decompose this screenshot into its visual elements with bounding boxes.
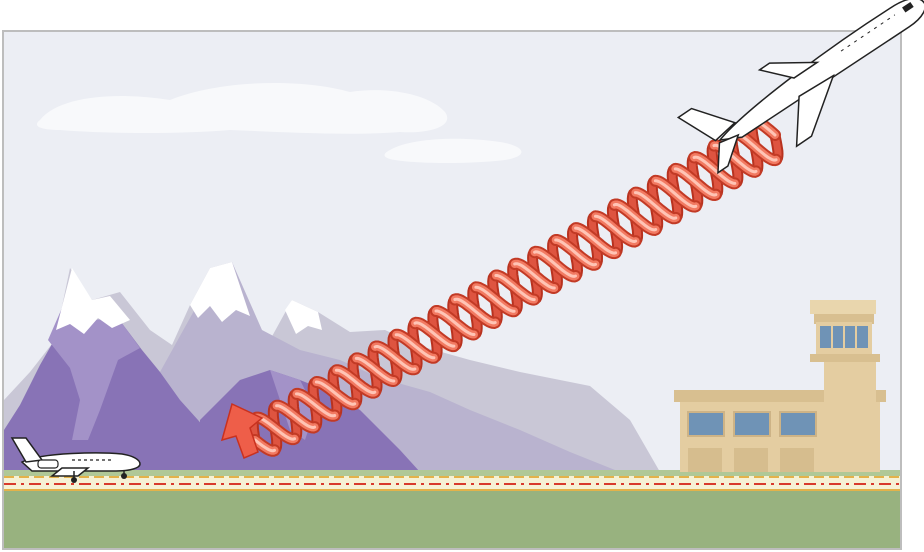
grass — [4, 488, 900, 548]
runway — [4, 476, 900, 490]
